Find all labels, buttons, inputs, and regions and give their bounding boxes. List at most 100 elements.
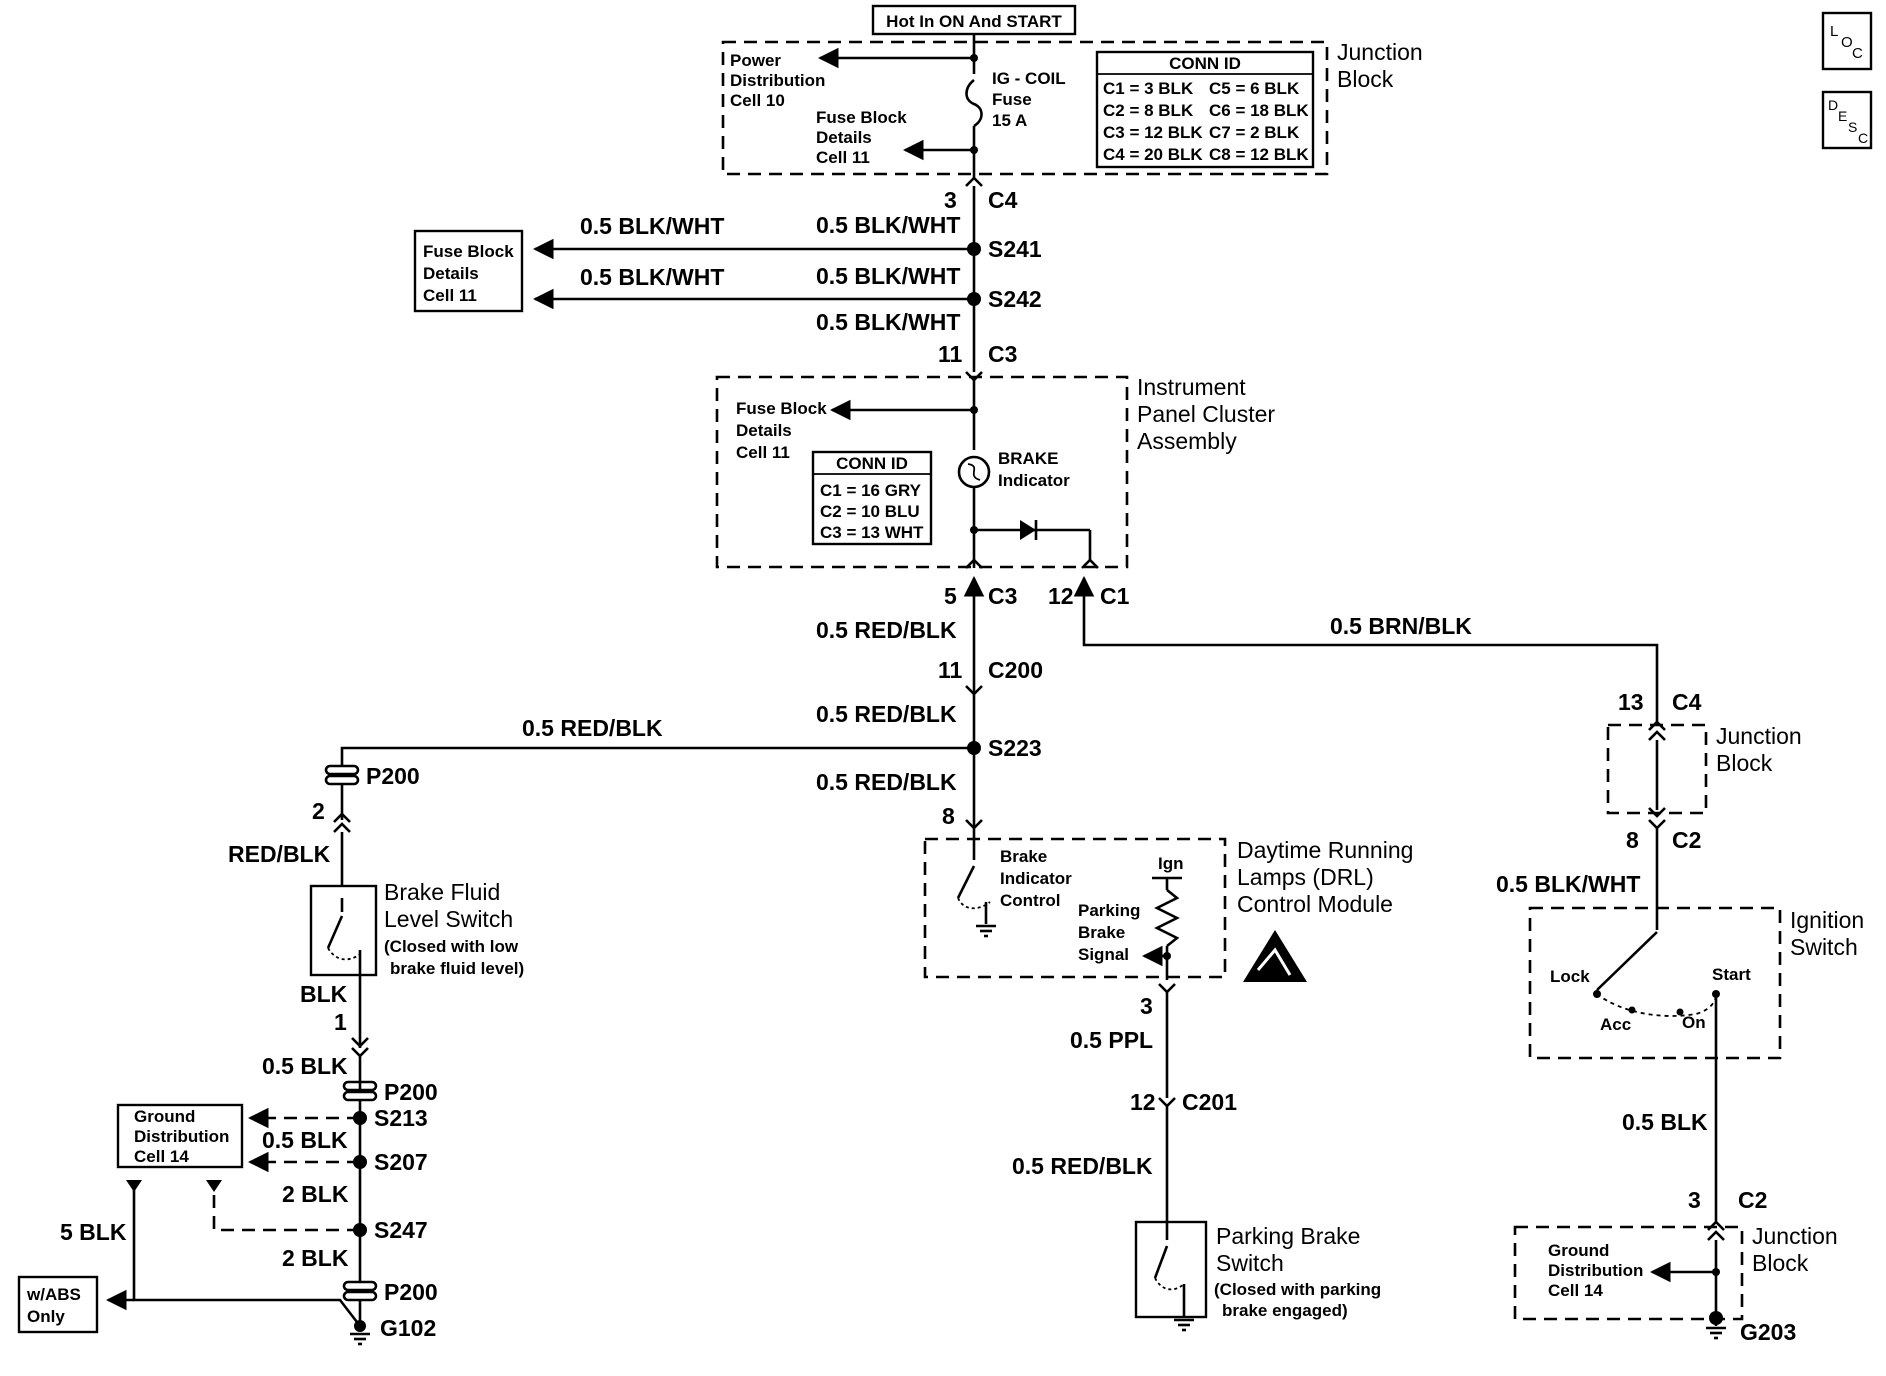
svg-text:E: E [1838, 108, 1847, 124]
svg-text:Acc: Acc [1600, 1015, 1631, 1034]
svg-text:C: C [1852, 45, 1863, 62]
svg-text:Daytime Running: Daytime Running [1237, 837, 1413, 863]
svg-text:Fuse Block: Fuse Block [423, 242, 514, 261]
svg-text:0.5 BLK/WHT: 0.5 BLK/WHT [580, 264, 724, 290]
trunk-upper [965, 186, 983, 382]
svg-text:P200: P200 [384, 1279, 438, 1305]
resistor-icon [1154, 888, 1180, 948]
loc-tab[interactable]: L O C [1821, 11, 1873, 71]
connector-p200-c: P200 [342, 1279, 438, 1305]
svg-text:(Closed with low: (Closed with low [384, 937, 519, 956]
svg-text:S247: S247 [374, 1217, 428, 1243]
svg-text:Details: Details [816, 128, 872, 147]
svg-text:C: C [1858, 130, 1868, 146]
svg-text:C6 = 18 BLK: C6 = 18 BLK [1209, 101, 1309, 120]
left-ground-chain: BLK 1 0.5 BLK P200 S213 S207 0.5 BLK 2 B… [60, 975, 438, 1346]
ignition-ground-run: 0.5 BLK 3 C2 [1622, 1058, 1767, 1241]
svg-text:S207: S207 [374, 1149, 428, 1175]
svg-text:Ground: Ground [1548, 1241, 1609, 1260]
parking-brake-switch: Parking Brake Switch (Closed with parkin… [1134, 1218, 1381, 1332]
svg-text:C1 = 16 GRY: C1 = 16 GRY [820, 481, 922, 500]
svg-text:Block: Block [1752, 1250, 1809, 1276]
svg-text:8: 8 [1626, 827, 1639, 853]
desc-tab[interactable]: D E S C [1821, 90, 1873, 150]
svg-text:Power: Power [730, 51, 781, 70]
svg-text:Brake: Brake [1078, 923, 1125, 942]
svg-text:0.5 RED/BLK: 0.5 RED/BLK [816, 701, 957, 727]
svg-text:C3 = 12 BLK: C3 = 12 BLK [1103, 123, 1203, 142]
instrument-panel-cluster: Instrument Panel Cluster Assembly Fuse B… [715, 374, 1275, 569]
svg-text:Start: Start [1712, 965, 1751, 984]
svg-text:0.5 BLK: 0.5 BLK [262, 1053, 348, 1079]
svg-text:Parking Brake: Parking Brake [1216, 1223, 1360, 1249]
svg-text:G203: G203 [1740, 1319, 1796, 1345]
svg-text:C2: C2 [1738, 1187, 1767, 1213]
svg-text:C200: C200 [988, 657, 1043, 683]
svg-text:C3: C3 [988, 341, 1017, 367]
hot-label-box: Hot In ON And START [871, 4, 1077, 36]
svg-text:0.5 RED/BLK: 0.5 RED/BLK [816, 769, 957, 795]
svg-text:C4: C4 [988, 187, 1018, 213]
svg-text:3: 3 [1688, 1187, 1701, 1213]
svg-text:Fuse Block: Fuse Block [736, 399, 827, 418]
svg-text:0.5 RED/BLK: 0.5 RED/BLK [522, 715, 663, 741]
esd-warning-icon [1243, 930, 1307, 982]
ground-icon-g203 [1706, 1326, 1726, 1340]
svg-text:Fuse: Fuse [992, 90, 1032, 109]
svg-text:Fuse Block: Fuse Block [816, 108, 907, 127]
splice-s223: S223 0.5 RED/BLK [340, 715, 1042, 766]
ground-icon-drl [976, 924, 996, 938]
svg-text:C3 = 13 WHT: C3 = 13 WHT [820, 523, 924, 542]
svg-text:5: 5 [944, 583, 957, 609]
svg-text:13: 13 [1618, 689, 1644, 715]
wire-brn-blk: 0.5 BRN/BLK [1082, 586, 1659, 722]
svg-text:C7 = 2 BLK: C7 = 2 BLK [1209, 123, 1300, 142]
svg-text:brake fluid level): brake fluid level) [390, 959, 524, 978]
svg-text:11: 11 [938, 341, 963, 367]
svg-text:0.5 BLK/WHT: 0.5 BLK/WHT [1496, 871, 1640, 897]
svg-text:Brake Fluid: Brake Fluid [384, 879, 500, 905]
svg-text:C5 = 6 BLK: C5 = 6 BLK [1209, 79, 1300, 98]
svg-text:0.5 BLK: 0.5 BLK [1622, 1109, 1708, 1135]
svg-text:Cell 10: Cell 10 [730, 91, 785, 110]
svg-text:1: 1 [334, 1009, 347, 1035]
svg-text:On: On [1682, 1013, 1706, 1032]
trunk-mid: 0.5 RED/BLK 11 C200 0.5 RED/BLK 0.5 RED/… [816, 586, 1043, 830]
conn-id-table-cluster: CONN ID C1 = 16 GRY C2 = 10 BLU C3 = 13 … [811, 450, 933, 546]
svg-text:Details: Details [423, 264, 479, 283]
svg-text:BRAKE: BRAKE [998, 449, 1058, 468]
ignition-switch: Ignition Switch Lock Start Acc On [1528, 906, 1864, 1060]
svg-text:C201: C201 [1182, 1089, 1237, 1115]
abs-only-box: w/ABS Only [17, 1275, 99, 1334]
svg-text:11: 11 [938, 657, 963, 683]
svg-text:0.5 BLK/WHT: 0.5 BLK/WHT [816, 212, 960, 238]
svg-text:Panel Cluster: Panel Cluster [1137, 401, 1275, 427]
svg-text:S241: S241 [988, 236, 1042, 262]
svg-text:P200: P200 [366, 763, 420, 789]
svg-text:C4 = 20 BLK: C4 = 20 BLK [1103, 145, 1203, 164]
svg-text:0.5 BLK: 0.5 BLK [262, 1127, 348, 1153]
ground-icon-g102 [350, 1332, 370, 1346]
svg-text:Ign: Ign [1158, 854, 1184, 873]
svg-text:Level Switch: Level Switch [384, 906, 513, 932]
svg-text:CONN ID: CONN ID [1169, 54, 1241, 73]
svg-text:0.5 BLK/WHT: 0.5 BLK/WHT [816, 309, 960, 335]
svg-text:Junction: Junction [1752, 1223, 1838, 1249]
svg-text:Block: Block [1716, 750, 1773, 776]
svg-text:12: 12 [1048, 583, 1074, 609]
svg-text:w/ABS: w/ABS [26, 1285, 81, 1304]
svg-text:Switch: Switch [1216, 1250, 1284, 1276]
svg-text:D: D [1828, 97, 1838, 113]
svg-text:S: S [1848, 119, 1857, 135]
fuse-block-box-left: Fuse Block Details Cell 11 [413, 229, 524, 313]
svg-text:Ground: Ground [134, 1107, 195, 1126]
drl-control-module: Daytime Running Lamps (DRL) Control Modu… [923, 828, 1413, 980]
svg-text:0.5 BLK/WHT: 0.5 BLK/WHT [580, 213, 724, 239]
svg-text:Lamps (DRL): Lamps (DRL) [1237, 864, 1374, 890]
svg-text:Block: Block [1337, 66, 1394, 92]
svg-text:Cell 11: Cell 11 [816, 148, 870, 167]
svg-text:Control Module: Control Module [1237, 891, 1393, 917]
svg-text:C2: C2 [1672, 827, 1701, 853]
svg-text:S223: S223 [988, 735, 1042, 761]
